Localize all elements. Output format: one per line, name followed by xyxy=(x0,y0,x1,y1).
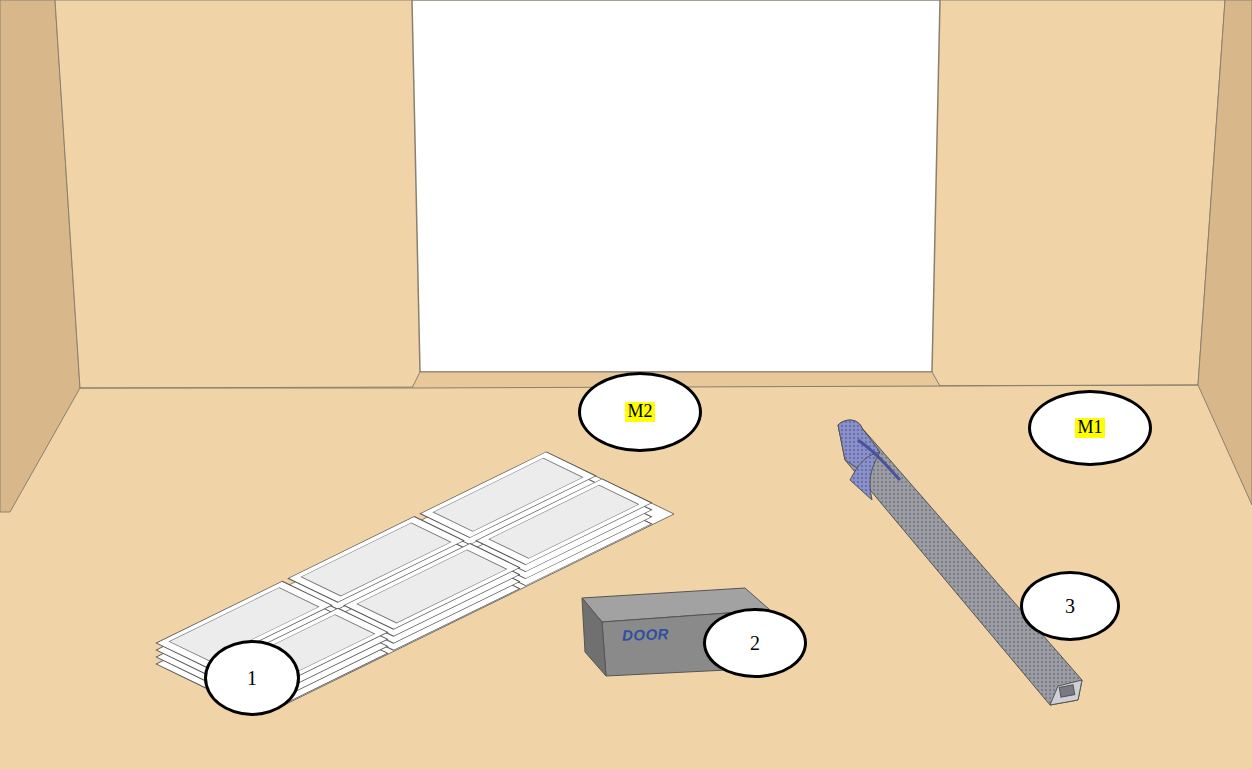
door-opening xyxy=(412,0,940,372)
box-print: DOOR xyxy=(622,625,670,644)
callout-number: M1 xyxy=(1075,418,1104,438)
callout-circle: 3 xyxy=(1020,571,1120,641)
callout-number: 1 xyxy=(247,667,257,689)
callout-circle: M2 xyxy=(578,372,702,452)
callout-circle: M1 xyxy=(1028,390,1152,466)
panel-stack xyxy=(156,452,674,715)
callout-number: 3 xyxy=(1065,595,1075,617)
frame-profile xyxy=(838,420,1082,705)
callout-circle: 2 xyxy=(703,608,807,678)
callout-number: 2 xyxy=(750,632,760,654)
callout-number: M2 xyxy=(625,402,654,422)
callout-circle: 1 xyxy=(204,640,300,716)
back-wall xyxy=(55,0,1225,388)
right-wall xyxy=(1198,0,1252,505)
